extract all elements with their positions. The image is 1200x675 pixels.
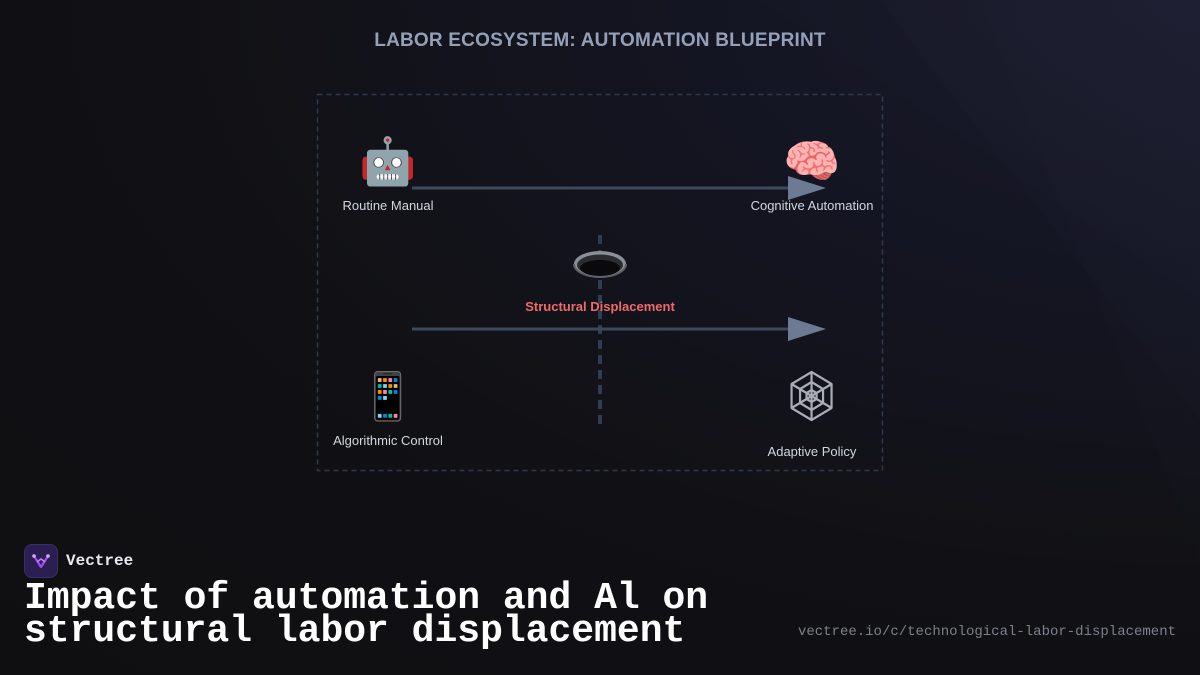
diagram-frame xyxy=(316,93,884,472)
node-label: Adaptive Policy xyxy=(767,444,857,459)
node-cognitive-automation: 🧠 Cognitive Automation xyxy=(751,134,874,213)
node-adaptive-policy: Adaptive Policy xyxy=(767,369,857,459)
node-structural-displacement-label: Structural Displacement xyxy=(525,299,675,314)
vectree-logo-icon xyxy=(24,544,58,578)
diagram-title: LABOR ECOSYSTEM: AUTOMATION BLUEPRINT xyxy=(374,30,826,51)
node-routine-manual: 🤖 Routine Manual xyxy=(342,134,433,213)
node-label: Algorithmic Control xyxy=(333,433,443,448)
arrowhead-top xyxy=(788,176,826,200)
arrowhead-bottom xyxy=(788,317,826,341)
mobile-phone-icon: 📱 xyxy=(359,369,417,423)
spider-web-icon xyxy=(768,369,857,434)
brain-icon: 🧠 xyxy=(783,134,841,188)
node-label: Cognitive Automation xyxy=(750,198,874,213)
node-algorithmic-control: 📱 Algorithmic Control xyxy=(333,369,443,448)
brand-name: Vectree xyxy=(66,552,134,570)
brand[interactable]: Vectree xyxy=(24,544,133,578)
headline: Impact of automation and Al on structura… xyxy=(24,577,709,653)
robot-icon: 🤖 xyxy=(359,134,417,188)
source-url[interactable]: vectree.io/c/technological-labor-displac… xyxy=(797,624,1176,640)
hole-icon xyxy=(573,251,627,278)
node-label: Routine Manual xyxy=(342,198,434,213)
